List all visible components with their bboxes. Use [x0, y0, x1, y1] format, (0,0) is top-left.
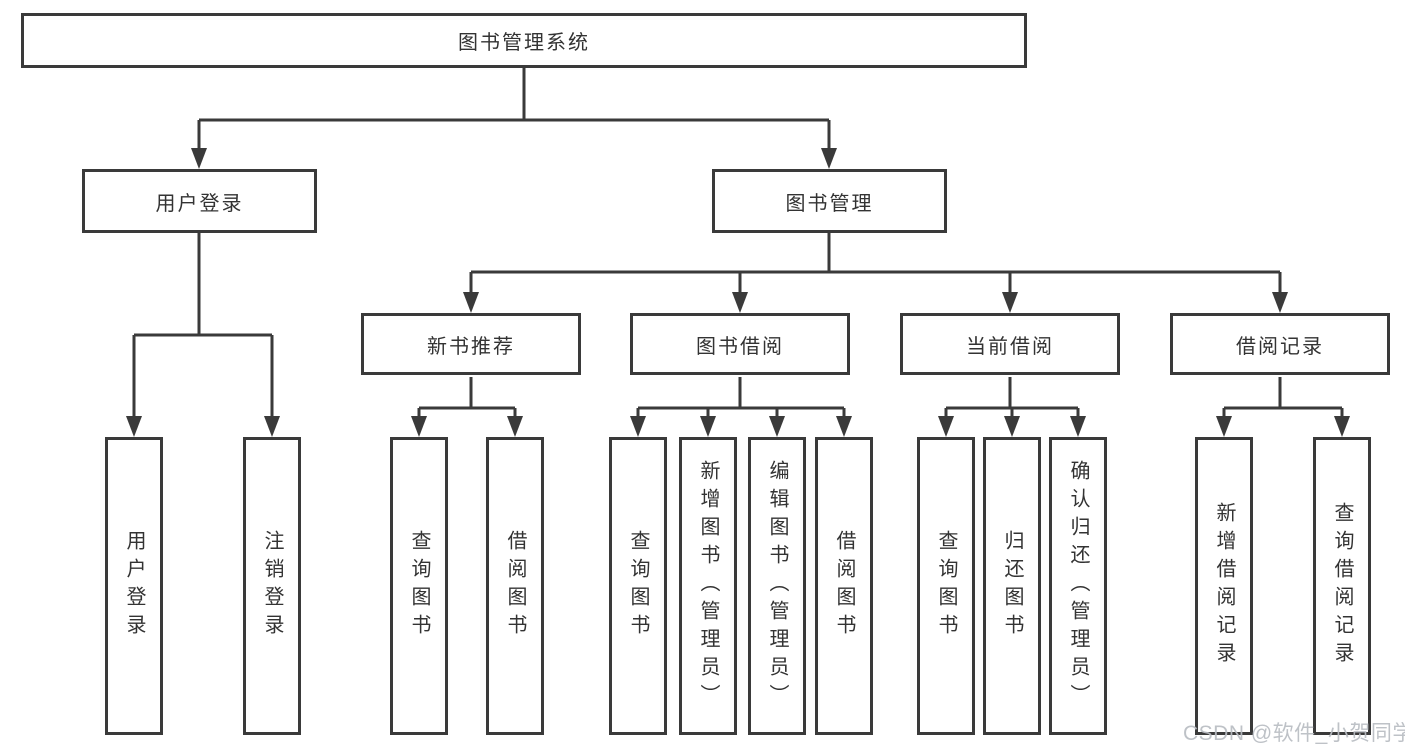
csdn-watermark: CSDN @软件_小贺同学 [1183, 722, 1405, 745]
node-library-management-system: 图书管理系统 [21, 13, 1027, 68]
leaf-user-login-label: 用户登录 [123, 530, 145, 642]
leaf-query-borrow-record-label: 查询借阅记录 [1331, 502, 1353, 670]
leaf-logout: 注销登录 [243, 437, 301, 735]
leaf-return-books-label: 归还图书 [1001, 530, 1023, 642]
leaf-query-books-current: 查询图书 [917, 437, 975, 735]
leaf-borrow-books-recommend-label: 借阅图书 [504, 530, 526, 642]
leaf-add-books-admin: 新增图书（管理员） [679, 437, 737, 735]
node-user-login: 用户登录 [82, 169, 317, 233]
connector-current-borrow-branch [938, 377, 1086, 437]
leaf-logout-label: 注销登录 [261, 530, 283, 642]
connector-book-borrow-branch [630, 377, 852, 437]
node-new-book-recommend: 新书推荐 [361, 313, 581, 375]
node-book-management: 图书管理 [712, 169, 947, 233]
leaf-user-login: 用户登录 [105, 437, 163, 735]
leaf-query-books-current-label: 查询图书 [935, 530, 957, 642]
leaf-query-books-recommend-label: 查询图书 [408, 530, 430, 642]
node-borrow-records: 借阅记录 [1170, 313, 1390, 375]
leaf-query-books-borrow-label: 查询图书 [627, 530, 649, 642]
leaf-query-borrow-record: 查询借阅记录 [1313, 437, 1371, 735]
leaf-add-books-admin-label: 新增图书（管理员） [697, 460, 719, 712]
leaf-confirm-return-admin: 确认归还（管理员） [1049, 437, 1107, 735]
connector-new-book-branch [411, 377, 523, 437]
leaf-borrow-books-recommend: 借阅图书 [486, 437, 544, 735]
leaf-query-books-borrow: 查询图书 [609, 437, 667, 735]
connector-borrow-records-branch [1216, 377, 1350, 437]
leaf-borrow-books: 借阅图书 [815, 437, 873, 735]
leaf-confirm-return-admin-label: 确认归还（管理员） [1067, 460, 1089, 712]
node-current-borrow: 当前借阅 [900, 313, 1120, 375]
leaf-add-borrow-record-label: 新增借阅记录 [1213, 502, 1235, 670]
leaf-edit-books-admin-label: 编辑图书（管理员） [766, 460, 788, 712]
leaf-query-books-recommend: 查询图书 [390, 437, 448, 735]
node-book-borrow: 图书借阅 [630, 313, 850, 375]
leaf-edit-books-admin: 编辑图书（管理员） [748, 437, 806, 735]
connector-user-login-branch [126, 233, 280, 437]
leaf-add-borrow-record: 新增借阅记录 [1195, 437, 1253, 735]
connector-root-to-level2 [191, 68, 837, 169]
leaf-borrow-books-label: 借阅图书 [833, 530, 855, 642]
connector-book-management-branch [463, 233, 1288, 313]
leaf-return-books: 归还图书 [983, 437, 1041, 735]
